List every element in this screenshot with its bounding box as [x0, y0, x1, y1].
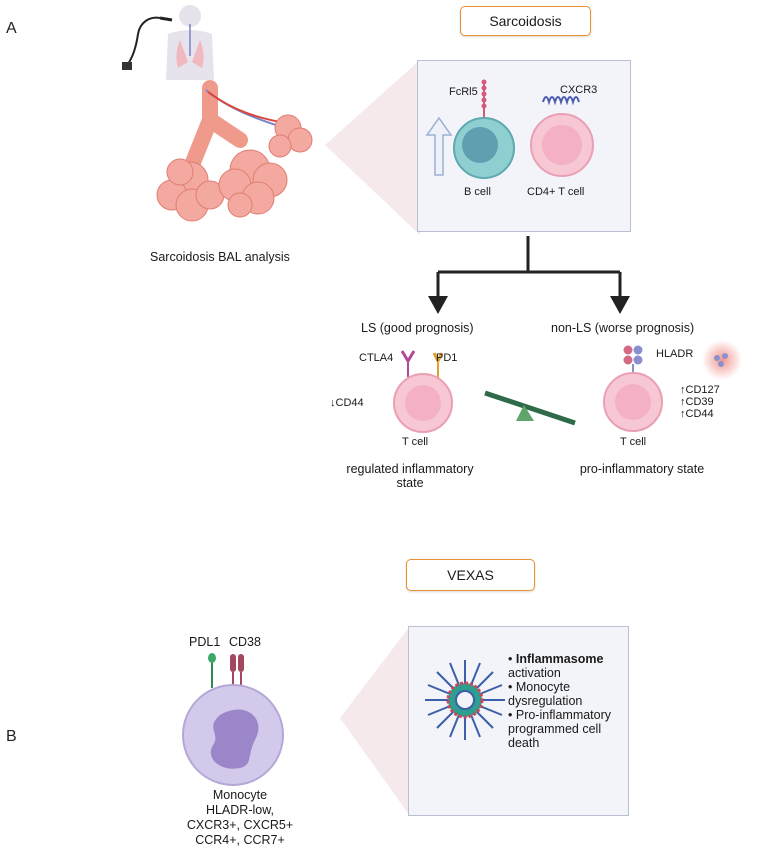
hladr-label: HLADR: [656, 348, 694, 360]
cd39-label: CD39: [680, 396, 714, 408]
nonls-t-cell: [603, 340, 742, 432]
monocyte-label-line-2: HLADR-low,: [205, 803, 275, 817]
ctla4-label: CTLA4: [359, 352, 394, 364]
cd4-t-cell-label: CD4+ T cell: [527, 186, 585, 198]
nonls-state-label: pro-inflammatory state: [579, 462, 705, 476]
fcrl5-label: FcRl5: [449, 86, 478, 98]
sarcoidosis-tag: Sarcoidosis: [460, 6, 591, 36]
cxcr3-label: CXCR3: [560, 84, 598, 96]
cd38-label: CD38: [229, 635, 261, 649]
zoom-wedge-b: [340, 626, 410, 816]
panel-b-letter: B: [6, 728, 17, 745]
pdl1-label: PDL1: [189, 635, 221, 649]
nonls-title: non-LS (worse prognosis): [551, 321, 695, 335]
ls-title: LS (good prognosis): [361, 321, 474, 335]
ls-cd44-label: CD44: [330, 397, 364, 409]
bullet-inflammasome: Inflammasome activation: [508, 652, 623, 680]
nonls-t-cell-label: T cell: [620, 436, 647, 448]
branch-arrows: [428, 236, 630, 314]
vexas-tag: VEXAS: [406, 559, 535, 591]
bullet-monocyte-dysregulation: Monocyte dysregulation: [508, 680, 623, 708]
monocyte-label-line-3: CXCR3+, CXCR5+: [186, 818, 294, 832]
monocyte-label: Monocyte HLADR-low, CXCR3+, CXCR5+ CCR4+…: [160, 788, 320, 848]
sarcoidosis-detail-box: [417, 60, 631, 232]
vexas-bullets: Inflammasome activation Monocyte dysregu…: [508, 652, 623, 750]
seesaw: [484, 390, 576, 426]
ls-t-cell-label: T cell: [402, 436, 429, 448]
zoom-wedge: [325, 60, 420, 235]
ls-state-label: regulated inflammatory state: [346, 462, 474, 490]
inflammasome-icon: [425, 660, 505, 740]
cd127-label: CD127: [680, 384, 720, 396]
bal-analysis-label: Sarcoidosis BAL analysis: [150, 250, 290, 264]
bullet-programmed-death: Pro-inflammatory programmed cell death: [508, 708, 623, 750]
lung-illustration: [122, 5, 313, 222]
panel-a-letter: A: [6, 20, 17, 37]
nonls-cd44-label: CD44: [680, 408, 714, 420]
monocyte: [182, 653, 284, 786]
b-and-t-cells: [425, 79, 594, 179]
ls-t-cell: [393, 350, 453, 433]
monocyte-label-line-4: CCR4+, CCR7+: [195, 833, 285, 847]
monocyte-label-line-1: Monocyte: [212, 788, 268, 802]
pd1-label: PD1: [436, 352, 458, 364]
b-cell-label: B cell: [464, 186, 491, 198]
